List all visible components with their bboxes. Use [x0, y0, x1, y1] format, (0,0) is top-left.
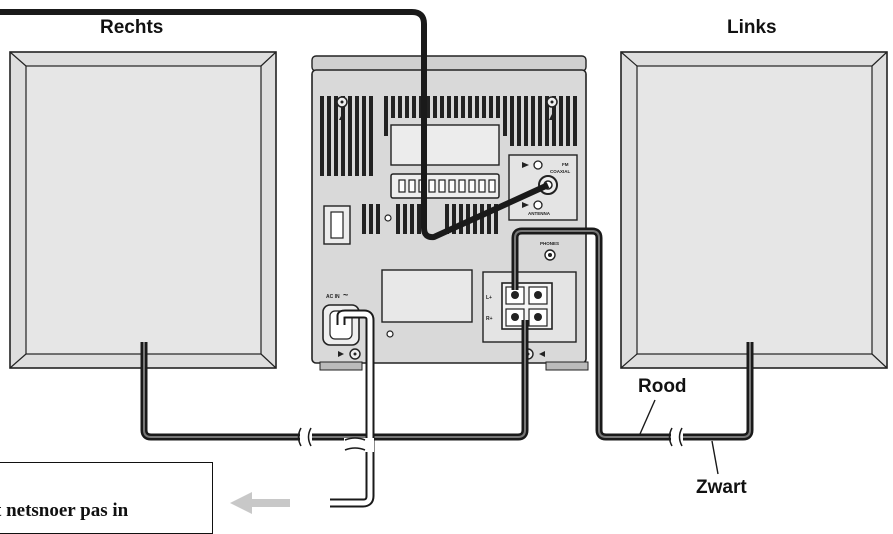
left-speaker [620, 51, 888, 369]
ac-symbol-icon: ~ [343, 290, 348, 300]
right-speaker [9, 51, 277, 369]
vent-grille-right [510, 96, 577, 146]
coaxial-marking: COAXIAL [550, 169, 571, 174]
r-plus-marking: R+ [486, 316, 493, 322]
vent-grille-left [320, 96, 373, 176]
note-box: t netsnoer pas in [0, 462, 213, 534]
black-wire-label: Zwart [696, 477, 747, 498]
ac-in-marking: AC IN [326, 294, 340, 300]
arrow-left-icon [230, 492, 290, 514]
connection-diagram: FM COAXIAL ANTENNA PHONES SPEAKER AC IN … [0, 9, 888, 514]
fm-terminal-icon [533, 160, 543, 170]
antenna-terminal-icon [533, 200, 543, 210]
vent-band-center [384, 96, 507, 136]
right-speaker-label: Rechts [100, 17, 164, 38]
antenna-marking: ANTENNA [528, 211, 551, 216]
left-speaker-label: Links [727, 17, 777, 38]
fm-marking: FM [562, 162, 569, 167]
l-plus-marking: L+ [486, 295, 492, 301]
phones-marking: PHONES [540, 241, 559, 246]
antenna-cable [0, 9, 550, 241]
red-wire-label: Rood [638, 376, 687, 397]
main-unit: FM COAXIAL ANTENNA PHONES SPEAKER AC IN … [311, 55, 589, 371]
note-text: t netsnoer pas in [0, 500, 129, 521]
